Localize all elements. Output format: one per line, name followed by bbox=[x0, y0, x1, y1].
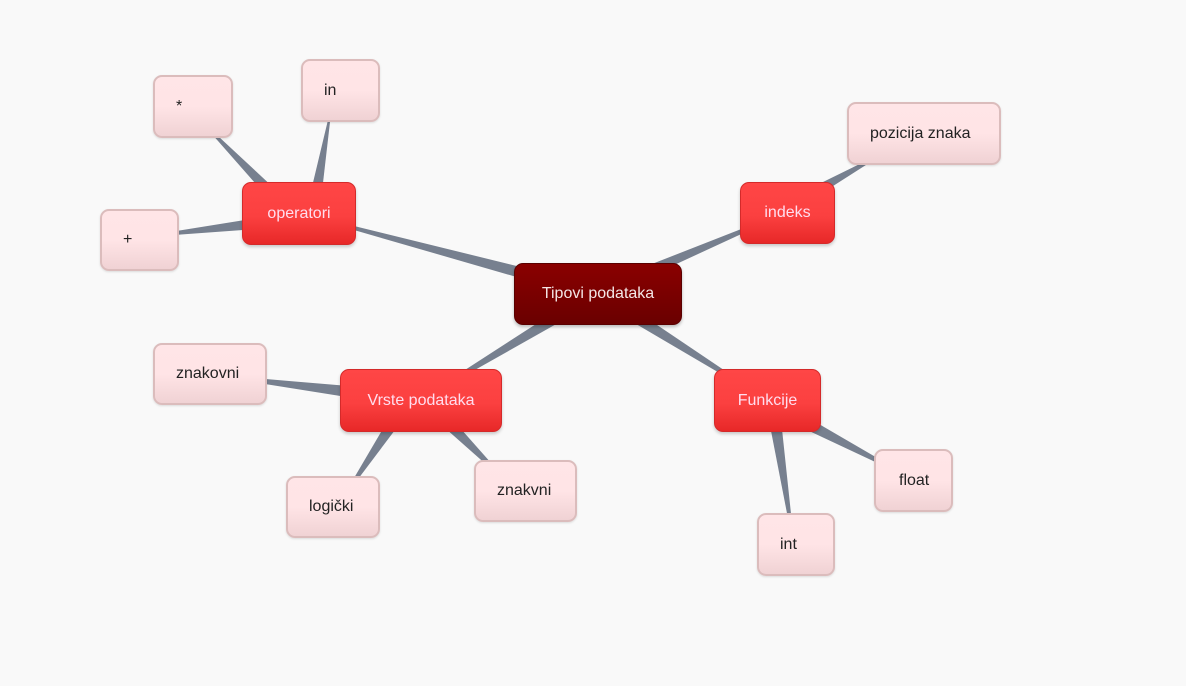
leaf-node-int[interactable]: int bbox=[757, 513, 835, 576]
leaf-node-logicki[interactable]: logički bbox=[286, 476, 380, 538]
branch-node-vrste-podataka[interactable]: Vrste podataka bbox=[340, 369, 502, 432]
connector-operatori-5 bbox=[309, 114, 331, 202]
connector-vrste-9 bbox=[344, 416, 400, 496]
connector-funkcije-11 bbox=[769, 419, 794, 541]
branch-node-indeks[interactable]: indeks bbox=[740, 182, 835, 244]
connector-operatori-6 bbox=[149, 216, 271, 237]
root-node[interactable]: Tipovi podataka bbox=[514, 263, 682, 325]
leaf-node-pozicija-znaka[interactable]: pozicija znaka bbox=[847, 102, 1001, 165]
leaf-node-float[interactable]: float bbox=[874, 449, 953, 512]
leaf-node-znakvni[interactable]: znakvni bbox=[474, 460, 577, 522]
leaf-node-in[interactable]: in bbox=[301, 59, 380, 122]
branch-node-operatori[interactable]: operatori bbox=[242, 182, 356, 245]
leaf-node-plus[interactable]: + bbox=[100, 209, 179, 271]
branch-node-funkcije[interactable]: Funkcije bbox=[714, 369, 821, 432]
leaf-node-asterisk[interactable]: * bbox=[153, 75, 233, 138]
leaf-node-znakovni[interactable]: znakovni bbox=[153, 343, 267, 405]
